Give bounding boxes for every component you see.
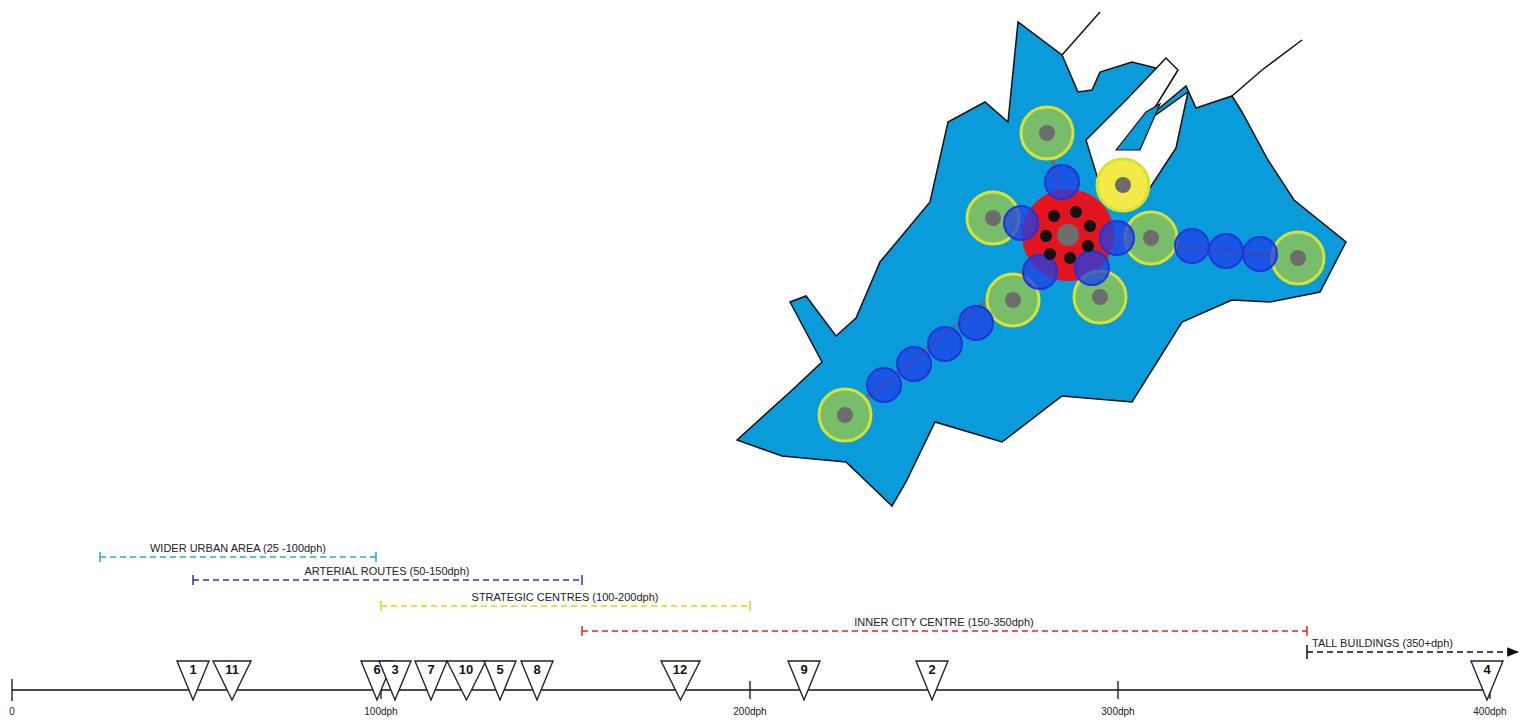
axis-label: 400dph — [1473, 706, 1506, 718]
axis-label: 200dph — [733, 706, 766, 718]
range-label: WIDER URBAN AREA (25 -100dph) — [150, 542, 326, 554]
marker-triangle: 7 — [414, 660, 448, 701]
marker-triangle: 12 — [660, 660, 701, 701]
callout-number: 6 — [360, 660, 394, 677]
range-label: INNER CITY CENTRE (150-350dph) — [854, 616, 1034, 628]
marker-triangle: 3 — [378, 660, 412, 701]
strategic-centre — [819, 107, 1324, 441]
callout-number: 1 — [176, 660, 210, 677]
callout-number: 9 — [787, 660, 821, 677]
axis-label: 300dph — [1101, 706, 1134, 718]
density-ranges — [100, 552, 1518, 659]
callout-number: 11 — [212, 660, 252, 677]
strategic-centre — [1097, 159, 1149, 211]
callout-number: 10 — [446, 660, 487, 677]
arterial-node — [867, 165, 1277, 402]
route-spokes — [845, 133, 1298, 415]
callout-number: 5 — [483, 660, 517, 677]
callout-number: 4 — [1470, 660, 1504, 677]
range-label: STRATEGIC CENTRES (100-200dph) — [472, 591, 659, 603]
centre-dot — [837, 125, 1306, 423]
marker-triangle: 4 — [1470, 660, 1504, 701]
marker-triangle: 2 — [915, 660, 949, 701]
tall-building-dot — [1040, 206, 1096, 264]
range-label: TALL BUILDINGS (350+dph) — [1312, 637, 1453, 649]
callout-number: 8 — [520, 660, 554, 677]
marker-triangle: 1 — [176, 660, 210, 701]
callout-number: 12 — [660, 660, 701, 677]
callout-number: 7 — [414, 660, 448, 677]
city-map — [737, 12, 1346, 506]
marker-triangle: 5 — [483, 660, 517, 701]
callout-number: 2 — [915, 660, 949, 677]
axis-label: 0 — [9, 706, 15, 718]
marker-triangle: 10 — [446, 660, 487, 701]
marker-triangle: 11 — [212, 660, 252, 701]
callout-number: 3 — [378, 660, 412, 677]
marker-triangle: 8 — [520, 660, 554, 701]
river-line — [1062, 12, 1100, 55]
range-label: ARTERIAL ROUTES (50-150dph) — [304, 565, 469, 577]
urban-area — [737, 22, 1346, 506]
marker-triangle: 9 — [787, 660, 821, 701]
axis-label: 100dph — [364, 706, 397, 718]
river-line — [1232, 40, 1302, 96]
river-inlet — [1116, 104, 1160, 150]
